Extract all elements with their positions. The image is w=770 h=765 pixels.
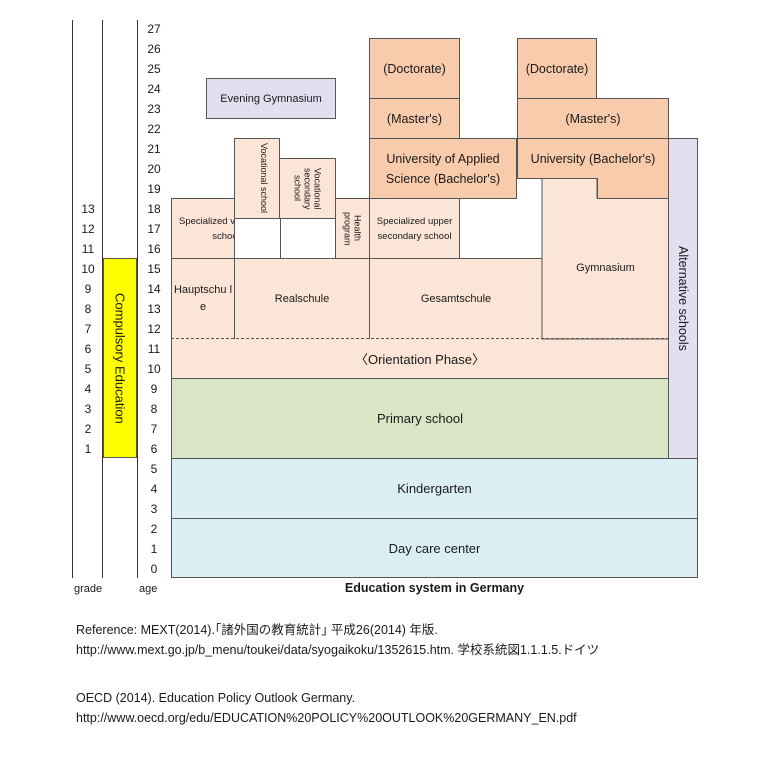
- primary-school-block: Primary school: [171, 378, 669, 459]
- age-tick: 0: [150, 562, 158, 576]
- doctorate-block-1: (Doctorate): [369, 38, 460, 99]
- age-tick: 5: [150, 462, 158, 476]
- alternative-schools-label: Alternative schools: [676, 246, 690, 351]
- grade-tick: 7: [84, 322, 92, 336]
- reference-line-4: http://www.oecd.org/edu/EDUCATION%20POLI…: [76, 711, 577, 725]
- orientation-phase-label: 〈Orientation Phase〉: [354, 351, 486, 367]
- diagram-title: Education system in Germany: [344, 581, 525, 595]
- age-tick: 10: [147, 362, 161, 376]
- age-tick: 7: [150, 422, 158, 436]
- grade-tick: 6: [84, 342, 92, 356]
- age-tick: 25: [147, 62, 161, 76]
- grade-tick: 4: [84, 382, 92, 396]
- reference-line-3: OECD (2014). Education Policy Outlook Ge…: [76, 691, 356, 705]
- grade-tick: 3: [84, 402, 92, 416]
- realschule-label: Realschule: [274, 293, 330, 305]
- evening-gymnasium-block: Evening Gymnasium: [206, 78, 336, 119]
- age-tick: 24: [147, 82, 161, 96]
- grade-tick: 11: [81, 242, 95, 256]
- doctorate-label-2: (Doctorate): [525, 61, 589, 76]
- grade-column-right-rule: [102, 20, 103, 578]
- specialized-upper-secondary-school-label: Specialized upper secondary school: [376, 215, 453, 242]
- hauptschule-label: Hauptschu le: [173, 284, 233, 313]
- realschule-block: Realschule: [234, 258, 370, 339]
- kindergarten-label: Kindergarten: [397, 481, 472, 496]
- gesamtschule-block: Gesamtschule: [369, 258, 543, 339]
- age-tick: 1: [150, 542, 158, 556]
- age-tick: 13: [147, 302, 161, 316]
- age-tick: 9: [150, 382, 158, 396]
- primary-school-label: Primary school: [377, 411, 463, 426]
- masters-block-1: (Master's): [369, 98, 460, 139]
- age-tick: 15: [147, 262, 161, 276]
- blank-block-2: [280, 218, 336, 259]
- orientation-phase-block: 〈Orientation Phase〉: [171, 338, 669, 379]
- university-applied-science-label: University of Applied Science (Bachelor'…: [385, 151, 501, 186]
- age-tick: 11: [147, 342, 161, 356]
- grade-tick: 12: [81, 222, 95, 236]
- kindergarten-block: Kindergarten: [171, 458, 698, 519]
- age-tick: 20: [147, 162, 161, 176]
- doctorate-masters-dashed-separator-1: [370, 98, 459, 99]
- health-program-block: Health program: [335, 198, 370, 259]
- orientation-dashed-separator: [171, 338, 669, 339]
- age-column-left-rule: [137, 20, 138, 578]
- university-bachelor-label: University (Bachelor's): [530, 151, 656, 166]
- reference-line-2: http://www.mext.go.jp/b_menu/toukei/data…: [76, 643, 600, 657]
- masters-block-2: (Master's): [517, 98, 669, 139]
- university-applied-science-block: University of Applied Science (Bachelor'…: [369, 138, 517, 199]
- age-tick: 26: [147, 42, 161, 56]
- age-axis-label: age: [139, 583, 158, 595]
- gesamtschule-label: Gesamtschule: [420, 293, 492, 305]
- grade-tick: 8: [84, 302, 92, 316]
- specialized-vocational-school-label: Specialized vocational school: [178, 215, 273, 242]
- age-tick: 3: [150, 502, 158, 516]
- age-tick: 2: [150, 522, 158, 536]
- hauptschule-block: Hauptschu le: [171, 258, 235, 339]
- grade-tick: 13: [81, 202, 95, 216]
- grade-axis-label: grade: [74, 583, 103, 595]
- doctorate-label-1: (Doctorate): [383, 61, 446, 76]
- masters-label-2: (Master's): [565, 111, 621, 126]
- age-tick: 18: [147, 202, 161, 216]
- vocational-school-label: Vocational school: [259, 143, 269, 214]
- compulsory-education-bar: Compulsory Education: [103, 258, 137, 458]
- alternative-schools-block: Alternative schools: [668, 138, 698, 459]
- vocational-school-block: Vocational school: [234, 138, 280, 219]
- vocational-secondary-school-block: Vocational secondary school: [279, 158, 336, 219]
- day-care-center-label: Day care center: [388, 540, 481, 556]
- university-bachelor-extension: [597, 178, 669, 199]
- specialized-upper-secondary-school-block: Specialized upper secondary school: [369, 198, 460, 259]
- grade-tick: 2: [84, 422, 92, 436]
- university-bachelor-block: University (Bachelor's): [517, 138, 669, 179]
- age-tick: 6: [150, 442, 158, 456]
- age-tick: 23: [147, 102, 161, 116]
- age-tick: 22: [147, 122, 161, 136]
- reference-line-1: Reference: MEXT(2014).｢諸外国の教育統計｣ 平成26(20…: [76, 623, 438, 637]
- age-tick: 27: [147, 22, 161, 36]
- age-tick: 12: [147, 322, 161, 336]
- gymnasium-label: Gymnasium: [576, 262, 635, 274]
- age-tick: 21: [147, 142, 161, 156]
- age-tick: 14: [147, 282, 161, 296]
- age-tick: 19: [147, 182, 161, 196]
- doctorate-block-2: (Doctorate): [517, 38, 597, 99]
- grade-tick: 5: [84, 362, 92, 376]
- vocational-secondary-school-label: Vocational secondary school: [292, 167, 323, 210]
- doctorate-masters-dashed-separator-2: [518, 98, 596, 99]
- masters-label-1: (Master's): [386, 111, 443, 126]
- day-care-center-block: Day care center: [171, 518, 698, 578]
- grade-tick: 10: [81, 262, 95, 276]
- grade-tick: 9: [84, 282, 92, 296]
- age-tick: 4: [150, 482, 158, 496]
- grade-column-left-rule: [72, 20, 73, 578]
- evening-gymnasium-label: Evening Gymnasium: [220, 92, 322, 105]
- grade-tick: 1: [84, 442, 92, 456]
- age-tick: 17: [147, 222, 161, 236]
- blank-block: [234, 218, 281, 259]
- age-tick: 8: [150, 402, 158, 416]
- age-tick: 16: [147, 242, 161, 256]
- compulsory-education-label: Compulsory Education: [112, 292, 128, 424]
- health-program-label: Health program: [342, 211, 363, 246]
